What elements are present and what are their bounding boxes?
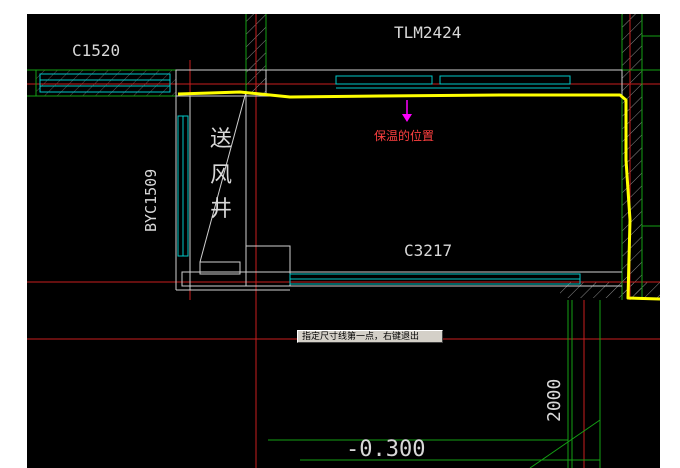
label-shaft-char-1: 送: [210, 127, 232, 152]
prompt-text: 指定尺寸线第一点，右键退出: [302, 332, 420, 342]
dimension-2000: 2000: [544, 379, 565, 422]
annotation-arrowhead-icon: [402, 114, 412, 122]
label-byc1509: BYC1509: [142, 169, 160, 232]
elevation-label: -0.300: [346, 437, 425, 462]
window-symbols: [39, 73, 581, 285]
wall-outlines: [175, 69, 623, 291]
label-shaft-char-3: 井: [210, 197, 232, 222]
label-shaft-char-2: 风: [210, 163, 232, 188]
annotation-text: 保温的位置: [374, 128, 434, 143]
label-c3217: C3217: [404, 241, 452, 260]
label-tlm2424: TLM2424: [394, 23, 461, 42]
command-prompt-tooltip: 指定尺寸线第一点，右键退出: [297, 330, 443, 343]
label-c1520: C1520: [72, 41, 120, 60]
insulation-line[interactable]: [177, 90, 660, 301]
